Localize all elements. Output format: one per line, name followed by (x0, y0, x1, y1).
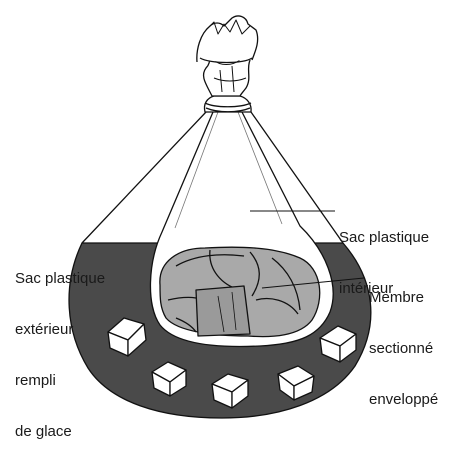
label-outer-bag-line-1: Sac plastique (15, 270, 105, 287)
bag-tie (197, 16, 258, 112)
label-limb-line-2: sectionné (369, 340, 438, 357)
label-outer-bag-line-4: de glace (15, 423, 105, 440)
limb-fold-panel (196, 286, 250, 336)
label-limb-line-1: Membre (369, 289, 438, 306)
wrapped-limb (160, 247, 320, 336)
label-outer-bag-line-2: extérieur (15, 321, 105, 338)
label-outer-bag: Sac plastique extérieur rempli de glace (15, 236, 105, 457)
label-outer-bag-line-3: rempli (15, 372, 105, 389)
label-limb-line-3: enveloppé (369, 391, 438, 408)
label-inner-bag-line-1: Sac plastique (339, 229, 429, 246)
label-limb: Membre sectionné enveloppé (369, 255, 438, 425)
